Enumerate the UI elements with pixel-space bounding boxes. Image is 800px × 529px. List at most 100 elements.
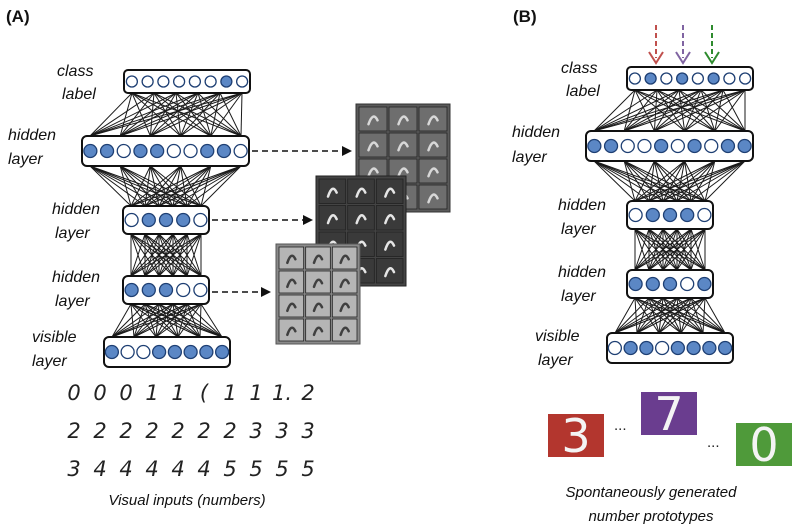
feature-arrow-mid: [212, 215, 313, 225]
unit-hidden-top-b: [687, 138, 702, 154]
unit-hidden-top-a: [99, 143, 115, 159]
unit-hidden-top-a: [233, 143, 248, 159]
input-digit: 4: [145, 457, 158, 481]
feature-map-top: [355, 103, 451, 213]
unit-hidden-mid-a: [158, 212, 174, 228]
unit-visible-b: [654, 340, 670, 356]
label-hidden-mid-b-line2: layer: [561, 221, 596, 238]
prototype-three-tile: [548, 414, 604, 457]
unit-class-b: [644, 72, 657, 85]
label-visible-b-line2: layer: [538, 352, 573, 369]
visible-layer-b: [606, 332, 734, 364]
input-digit: 2: [171, 419, 184, 443]
unit-visible-b: [670, 340, 686, 356]
unit-hidden-low-b: [645, 276, 660, 292]
caption-prototypes-line2: number prototypes: [588, 508, 714, 525]
unit-class-a: [204, 75, 217, 88]
unit-class-a: [188, 75, 202, 88]
prototype-zero: 0: [736, 418, 792, 472]
unit-visible-b: [623, 340, 638, 356]
input-digit: 1: [171, 381, 184, 405]
input-digit: 3: [249, 419, 262, 443]
prototype-seven: 7: [641, 387, 697, 441]
label-hidden-low-a-line1: hidden: [52, 269, 100, 286]
input-digit: 4: [171, 457, 184, 481]
unit-class-a: [220, 75, 233, 88]
input-digit: 2: [119, 419, 132, 443]
unit-hidden-top-a: [133, 143, 148, 159]
unit-hidden-top-b: [587, 138, 602, 154]
purple-input-arrow: [675, 25, 691, 65]
prototype-zero-tile: [736, 423, 792, 466]
input-digit: 3: [275, 419, 288, 443]
label-hidden-mid-b-line1: hidden: [558, 197, 606, 214]
unit-visible-a: [167, 344, 183, 360]
caption-prototypes-line1: Spontaneously generated: [566, 484, 738, 501]
prototype-zero-digit: 0: [749, 418, 778, 472]
label-hidden-low-b-line2: layer: [561, 288, 596, 305]
input-digit: 5: [223, 457, 236, 481]
network-b: [585, 66, 754, 364]
unit-hidden-top-b: [654, 138, 669, 154]
input-digit: 2: [197, 419, 210, 443]
unit-visible-a: [120, 344, 135, 360]
feature-arrow-low: [212, 287, 271, 297]
unit-hidden-top-a: [216, 143, 232, 159]
unit-class-a: [141, 75, 154, 88]
unit-hidden-low-a: [158, 282, 174, 298]
unit-hidden-low-a: [176, 282, 191, 298]
input-digit: (: [200, 381, 209, 405]
unit-hidden-low-b: [680, 276, 695, 292]
unit-class-b: [660, 72, 673, 85]
unit-class-b: [675, 72, 689, 85]
unit-hidden-top-b: [620, 138, 635, 154]
input-digit: 1: [223, 381, 236, 405]
unit-visible-a: [151, 344, 167, 360]
input-digit: 2: [67, 419, 80, 443]
hidden-layer-top-a: [81, 135, 250, 167]
unit-hidden-top-a: [183, 143, 198, 159]
label-visible-a-line2: layer: [32, 353, 67, 370]
input-digit: 5: [275, 457, 288, 481]
unit-class-a: [172, 75, 186, 88]
input-digit: 1.: [272, 381, 292, 405]
unit-class-b: [691, 72, 705, 85]
red-input-arrow: [648, 25, 664, 65]
panel-a-label: (A): [6, 7, 30, 26]
unit-hidden-top-b: [670, 138, 685, 154]
unit-hidden-top-a: [116, 143, 131, 159]
unit-hidden-low-b: [628, 276, 643, 292]
unit-visible-b: [717, 340, 733, 356]
label-class-b-line1: class: [561, 60, 597, 77]
unit-hidden-top-b: [720, 138, 736, 154]
label-hidden-low-b-line1: hidden: [558, 264, 606, 281]
input-digit: 0: [67, 381, 80, 405]
prototype-three: 3: [548, 409, 604, 463]
unit-hidden-top-b: [704, 138, 719, 154]
prototype-seven-tile: [641, 392, 697, 435]
input-digit: 2: [223, 419, 236, 443]
unit-hidden-top-a: [149, 143, 165, 159]
visible-layer-a: [103, 336, 231, 368]
network-b-connections: [593, 89, 746, 334]
label-class-a-line1: class: [57, 63, 93, 80]
unit-class-b: [738, 72, 752, 85]
class-label-layer-a: [123, 69, 251, 94]
unit-hidden-mid-a: [124, 212, 139, 228]
unit-class-b: [628, 72, 642, 85]
unit-hidden-top-a: [166, 143, 182, 159]
unit-visible-a: [136, 344, 151, 360]
green-input-arrow: [704, 25, 720, 65]
unit-visible-a: [199, 344, 214, 360]
input-digit: 1: [145, 381, 158, 405]
network-a-connections: [89, 92, 243, 338]
label-hidden-low-a-line2: layer: [55, 293, 90, 310]
caption-visual-inputs: Visual inputs (numbers): [108, 492, 265, 509]
label-class-a-line2: label: [62, 86, 96, 103]
unit-hidden-top-a: [200, 143, 215, 159]
unit-hidden-mid-b: [645, 207, 660, 223]
unit-hidden-mid-b: [662, 207, 678, 223]
input-digit: 4: [93, 457, 106, 481]
